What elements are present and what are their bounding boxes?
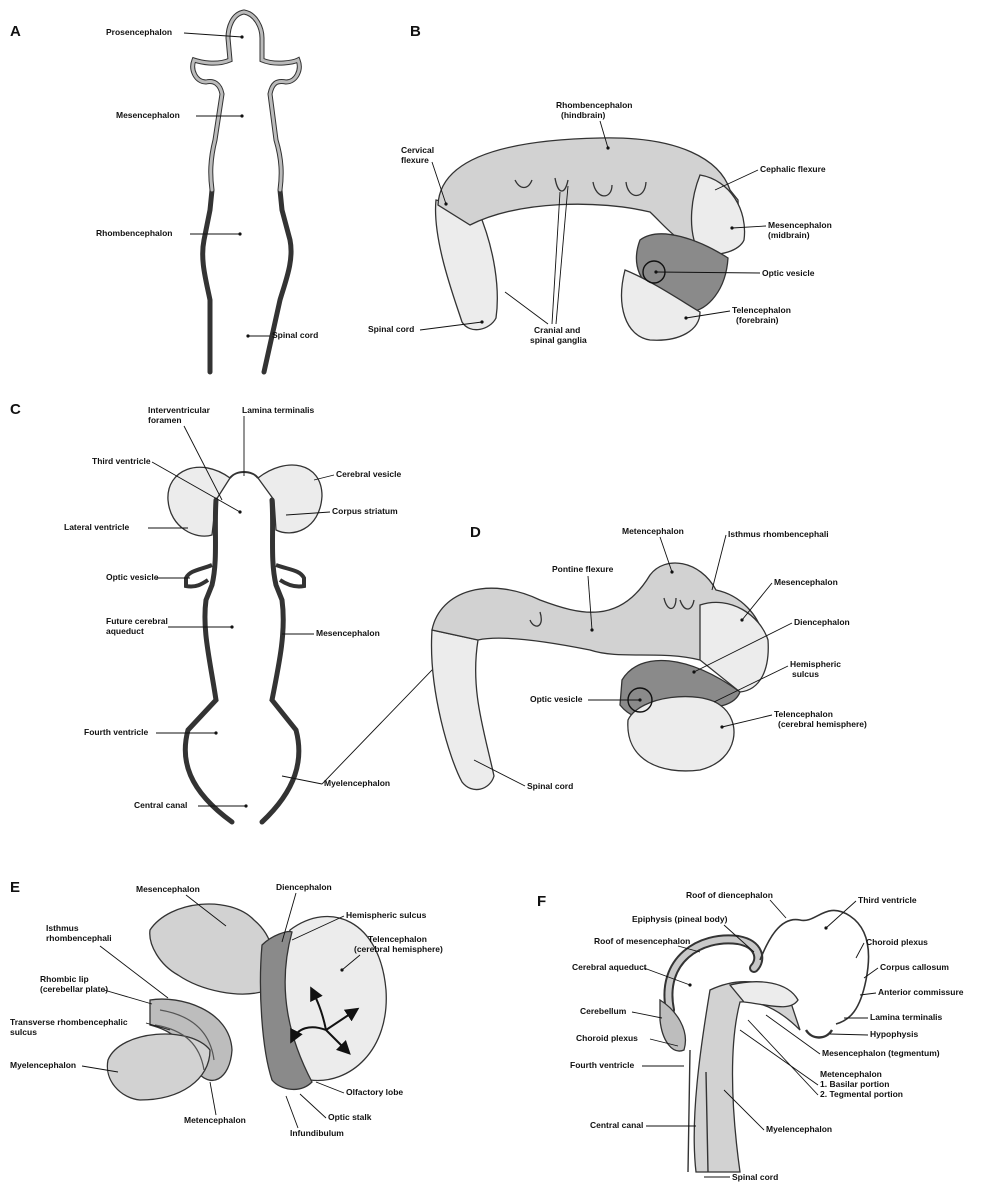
label-mesencephalon-tegmentum: Mesencephalon (tegmentum) — [822, 1048, 940, 1058]
label-sulcus-e: sulcus — [10, 1027, 37, 1037]
panel-a-left-wall — [193, 12, 244, 372]
label-mesencephalon-b: Mesencephalon — [768, 220, 832, 230]
label-hindbrain: (hindbrain) — [561, 110, 606, 120]
label-cerebral-aqueduct: Cerebral aqueduct — [572, 962, 647, 972]
label-isthmus-d: Isthmus rhombencephali — [728, 529, 829, 539]
label-mesencephalon-c: Mesencephalon — [316, 628, 380, 638]
label-fourth-ventricle-c: Fourth ventricle — [84, 727, 149, 737]
label-pontine-flexure: Pontine flexure — [552, 564, 614, 574]
label-cranial-and: Cranial and — [534, 325, 580, 335]
label-flexure: flexure — [401, 155, 429, 165]
label-central-canal-c: Central canal — [134, 800, 187, 810]
label-infundibulum: Infundibulum — [290, 1128, 344, 1138]
label-transverse: Transverse rhombencephalic — [10, 1017, 128, 1027]
label-telencephalon-d: Telencephalon — [774, 709, 833, 719]
panel-a-right-wall — [244, 12, 299, 372]
label-metencephalon-e: Metencephalon — [184, 1115, 246, 1125]
label-cerebral-hemisphere-d: (cerebral hemisphere) — [778, 719, 867, 729]
label-lamina-terminalis-c: Lamina terminalis — [242, 405, 315, 415]
label-rhombic-lip: Rhombic lip — [40, 974, 89, 984]
label-cephalic-flexure: Cephalic flexure — [760, 164, 826, 174]
label-prosencephalon: Prosencephalon — [106, 27, 172, 37]
label-telencephalon-b: Telencephalon — [732, 305, 791, 315]
panel-c-label: C — [10, 401, 21, 418]
label-optic-stalk: Optic stalk — [328, 1112, 372, 1122]
label-hemispheric-sulcus-e: Hemispheric sulcus — [346, 910, 427, 920]
panel-b: B Rhombencephalon (hindbrain) Cervical f… — [368, 23, 832, 345]
label-sulcus-d: sulcus — [792, 669, 819, 679]
label-myelencephalon-e: Myelencephalon — [10, 1060, 76, 1070]
label-telencephalon-e: Telencephalon — [368, 934, 427, 944]
label-cerebellar-plate: (cerebellar plate) — [40, 984, 108, 994]
panel-b-label: B — [410, 23, 421, 40]
label-anterior-commissure: Anterior commissure — [878, 987, 964, 997]
label-spinal-cord: Spinal cord — [272, 330, 318, 340]
label-future-cerebral: Future cerebral — [106, 616, 168, 626]
label-metencephalon-f: Metencephalon — [820, 1069, 882, 1079]
panel-f-label: F — [537, 893, 546, 910]
label-roof-diencephalon: Roof of diencephalon — [686, 890, 773, 900]
label-spinal-cord-f: Spinal cord — [732, 1172, 778, 1182]
panel-e: E Mesencephalon Diencephalon Isthmus rho… — [10, 879, 443, 1138]
label-corpus-striatum: Corpus striatum — [332, 506, 398, 516]
label-central-canal-f: Central canal — [590, 1120, 643, 1130]
label-choroid-plexus-1: Choroid plexus — [866, 937, 928, 947]
label-interventricular: Interventricular — [148, 405, 211, 415]
panel-e-label: E — [10, 879, 20, 896]
label-mesencephalon-d: Mesencephalon — [774, 577, 838, 587]
label-basilar-portion: 1. Basilar portion — [820, 1079, 889, 1089]
label-roof-mesencephalon: Roof of mesencephalon — [594, 936, 690, 946]
label-midbrain: (midbrain) — [768, 230, 810, 240]
label-aqueduct: aqueduct — [106, 626, 144, 636]
label-corpus-callosum: Corpus callosum — [880, 962, 949, 972]
label-fourth-ventricle-f: Fourth ventricle — [570, 1060, 635, 1070]
label-tegmental-portion: 2. Tegmental portion — [820, 1089, 903, 1099]
label-cervical: Cervical — [401, 145, 434, 155]
label-myelencephalon-f: Myelencephalon — [766, 1124, 832, 1134]
label-epiphysis: Epiphysis (pineal body) — [632, 914, 728, 924]
label-hemispheric-d: Hemispheric — [790, 659, 841, 669]
label-spinal-cord-b: Spinal cord — [368, 324, 414, 334]
panel-d: D Metencephalon Isthmus rhombencephali P… — [432, 524, 867, 791]
label-isthmus-e2: rhombencephali — [46, 933, 112, 943]
label-metencephalon-d: Metencephalon — [622, 526, 684, 536]
label-optic-vesicle-d: Optic vesicle — [530, 694, 583, 704]
label-cerebral-vesicle: Cerebral vesicle — [336, 469, 401, 479]
label-diencephalon-d: Diencephalon — [794, 617, 850, 627]
label-rhombencephalon: Rhombencephalon — [96, 228, 173, 238]
label-optic-vesicle-c: Optic vesicle — [106, 572, 159, 582]
panel-a-label: A — [10, 23, 21, 40]
label-lateral-ventricle: Lateral ventricle — [64, 522, 129, 532]
label-myelencephalon-c: Myelencephalon — [324, 778, 390, 788]
label-diencephalon-e: Diencephalon — [276, 882, 332, 892]
label-third-ventricle-f: Third ventricle — [858, 895, 917, 905]
label-optic-vesicle-b: Optic vesicle — [762, 268, 815, 278]
label-rhombencephalon-b: Rhombencephalon — [556, 100, 633, 110]
label-isthmus-e1: Isthmus — [46, 923, 79, 933]
label-choroid-plexus-2: Choroid plexus — [576, 1033, 638, 1043]
label-mesencephalon: Mesencephalon — [116, 110, 180, 120]
label-forebrain: (forebrain) — [736, 315, 779, 325]
label-cerebral-hemisphere-e: (cerebral hemisphere) — [354, 944, 443, 954]
panel-f: F Roof of diencephalon Third ventricle E… — [537, 890, 964, 1182]
label-lamina-terminalis-f: Lamina terminalis — [870, 1012, 943, 1022]
label-spinal-cord-d: Spinal cord — [527, 781, 573, 791]
panel-d-label: D — [470, 524, 481, 541]
panel-c: C Interventricular foramen Lamina termin… — [10, 401, 490, 822]
label-spinal-ganglia: spinal ganglia — [530, 335, 587, 345]
panel-a: A Prosencephalon Mesencephalon Rhombence… — [10, 12, 318, 372]
label-olfactory-lobe: Olfactory lobe — [346, 1087, 403, 1097]
label-hypophysis: Hypophysis — [870, 1029, 918, 1039]
label-cerebellum: Cerebellum — [580, 1006, 627, 1016]
label-third-ventricle-c: Third ventricle — [92, 456, 151, 466]
label-foramen: foramen — [148, 415, 182, 425]
label-mesencephalon-e: Mesencephalon — [136, 884, 200, 894]
